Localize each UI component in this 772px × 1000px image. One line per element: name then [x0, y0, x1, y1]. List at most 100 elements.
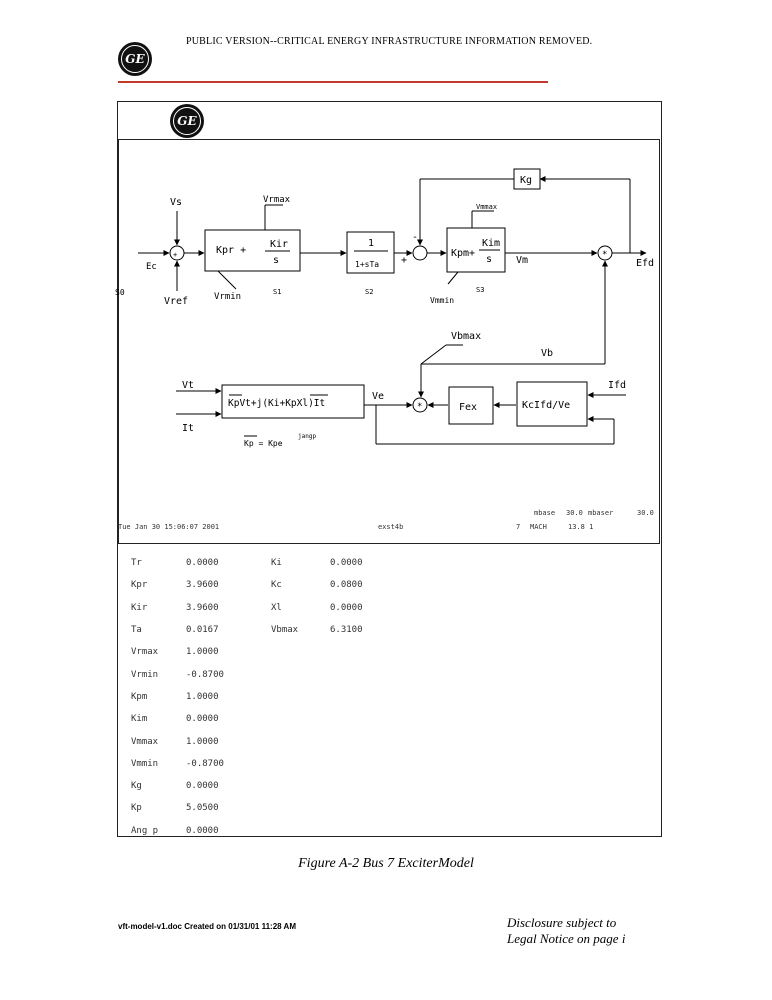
label-vrmax: Vrmax	[263, 195, 291, 205]
param-name	[271, 797, 330, 819]
file-footer: vft-model-v1.doc Created on 01/31/01 11:…	[118, 922, 296, 931]
param-name: Tr	[131, 558, 142, 569]
diagram-machine-id: 13.8 1	[568, 523, 593, 531]
parameter-row: Vrmin-0.8700	[131, 663, 390, 685]
diagram-model-name: exst4b	[378, 523, 403, 531]
label-s0: S0	[115, 288, 125, 297]
param-value	[330, 641, 390, 663]
param-name: Kg	[131, 781, 142, 792]
param-name: Kir	[131, 602, 148, 613]
diagram-border	[118, 139, 660, 544]
mbase-value: 30.0	[566, 509, 583, 517]
param-value: 3.9600	[186, 602, 219, 613]
vb-kp-definition: Kp = Kpe	[244, 439, 283, 448]
label-vrmin: Vrmin	[214, 292, 241, 302]
param-name	[271, 663, 330, 685]
vb-expression-text: KpVt+j(Ki+KpXl)It	[228, 398, 325, 409]
s1-frac-num: Kir	[270, 239, 288, 250]
s2-num: 1	[368, 238, 374, 249]
vb-expression-block	[221, 384, 365, 419]
disclosure-line-1: Disclosure subject to	[507, 915, 617, 930]
param-value: 1.0000	[186, 647, 219, 658]
param-value: -0.8700	[186, 758, 224, 769]
kg-text: Kg	[520, 175, 532, 186]
sj2-minus: -	[412, 232, 418, 243]
fex-block	[448, 386, 494, 425]
parameter-row: Kg 0.0000	[131, 775, 390, 797]
s1-prefix: Kpr +	[216, 245, 246, 256]
label-ve: Ve	[372, 391, 384, 402]
param-name	[271, 641, 330, 663]
kc-block	[516, 381, 588, 427]
s3-frac-den: s	[486, 254, 492, 265]
label-vs: Vs	[170, 197, 182, 208]
label-s1: S1	[273, 288, 281, 296]
param-name: Ki	[271, 558, 282, 569]
param-value	[330, 663, 390, 685]
label-s2: S2	[365, 288, 373, 296]
param-name: Kpr	[131, 580, 148, 591]
param-name: Kim	[131, 714, 148, 725]
param-name: Vrmax	[131, 647, 159, 658]
exciter-block-diagram: + + - * * Vs Ec Vref S0 Kpr + Kir s Vrma…	[115, 139, 660, 544]
vb-kp-exponent: jangp	[298, 433, 316, 440]
s3-frac-num: Kim	[482, 238, 500, 249]
mbaser-label: mbaser	[588, 509, 613, 517]
multiplier-efd-sign: *	[602, 250, 607, 260]
ge-logo-inner-text: GE	[177, 114, 197, 128]
s3-prefix: Kpm+	[451, 248, 475, 259]
parameter-row: Kp 5.0500	[131, 797, 390, 819]
param-name	[271, 730, 330, 752]
param-value: 1.0000	[186, 691, 219, 702]
parameter-row: Kim 0.0000	[131, 708, 390, 730]
label-vt: Vt	[182, 380, 194, 391]
sj1-sign: +	[173, 251, 177, 259]
param-value: 0.0000	[186, 714, 219, 725]
disclosure-note: Disclosure subject to Legal Notice on pa…	[507, 915, 625, 947]
s1-frac-den: s	[273, 255, 279, 266]
label-it: It	[182, 423, 194, 434]
param-value: 0.0167	[186, 625, 219, 636]
pi-regulator-block	[204, 229, 301, 272]
param-value	[330, 730, 390, 752]
param-name: Kp	[131, 803, 142, 814]
label-vmmax: Vmmax	[476, 203, 497, 211]
diagram-bus-number: 7	[516, 523, 520, 531]
param-name: Ang p	[131, 825, 159, 836]
label-vm: Vm	[516, 255, 528, 266]
label-ec: Ec	[146, 262, 157, 272]
parameter-row: Vmmin-0.8700	[131, 753, 390, 775]
param-name: Xl	[271, 602, 282, 613]
param-name	[271, 708, 330, 730]
param-value: 5.0500	[186, 803, 219, 814]
param-name	[271, 820, 330, 842]
param-value: 0.0000	[330, 558, 363, 569]
param-value: 0.0000	[186, 781, 219, 792]
label-vref: Vref	[164, 296, 188, 307]
param-value: 6.3100	[330, 625, 363, 636]
param-value	[330, 775, 390, 797]
param-value	[330, 797, 390, 819]
param-name: Vrmin	[131, 669, 159, 680]
param-name	[271, 753, 330, 775]
param-value	[330, 820, 390, 842]
param-name: Vbmax	[271, 625, 299, 636]
param-value	[330, 686, 390, 708]
disclosure-line-2: Legal Notice on page i	[507, 931, 626, 946]
summing-junction-2	[412, 245, 428, 261]
label-vmmin: Vmmin	[430, 296, 454, 305]
param-name	[271, 686, 330, 708]
inner-regulator-block	[446, 227, 506, 273]
multiplier-ve	[412, 397, 428, 413]
label-efd: Efd	[636, 258, 654, 269]
ge-logo-text: GE	[125, 52, 145, 66]
param-value	[330, 753, 390, 775]
